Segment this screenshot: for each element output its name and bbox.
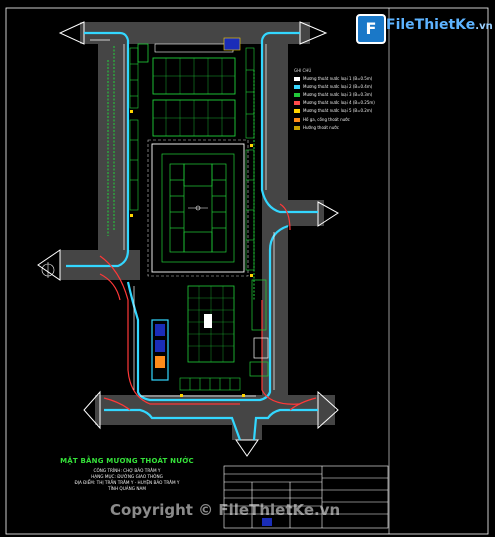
north-arrow	[41, 262, 55, 278]
drawing-frame	[5, 7, 489, 535]
parking-strip	[179, 377, 241, 391]
legend-label: Mương thoát nước loại 4 (B=0.25m)	[303, 100, 375, 105]
legend-item: Mương thoát nước loại 5 (B=0.2m)	[294, 108, 390, 116]
brand-name: FileThietKe.vn	[386, 17, 493, 33]
legend: GHI CHÚ Mương thoát nước loại 1 (B=0.5m)…	[294, 68, 390, 138]
side-stalls-left	[129, 47, 139, 211]
drawing-title: MẶT BẰNG MƯƠNG THOÁT NƯỚC	[60, 457, 194, 465]
side-stalls-right	[245, 47, 255, 271]
legend-label: Mương thoát nước loại 5 (B=0.2m)	[303, 108, 373, 113]
top-market-blocks	[152, 57, 236, 137]
legend-label: Hố ga, cống thoát nước	[303, 117, 350, 122]
brand-name-ext: .vn	[475, 21, 493, 32]
legend-label: Mương thoát nước loại 3 (B=0.3m)	[303, 92, 373, 97]
brand-name-main: FileThietKe	[386, 17, 476, 33]
legend-swatch	[294, 118, 300, 122]
legend-label: Mương thoát nước loại 2 (B=0.4m)	[303, 84, 373, 89]
legend-item: Mương thoát nước loại 3 (B=0.3m)	[294, 92, 390, 100]
legend-label: Mương thoát nước loại 1 (B=0.5m)	[303, 76, 373, 81]
legend-swatch	[294, 109, 300, 113]
legend-swatch	[294, 126, 300, 130]
title-stamp-grid	[223, 465, 389, 529]
logo-icon: F	[356, 14, 386, 44]
guard-house	[223, 37, 241, 51]
stamp-seal	[262, 518, 272, 526]
drain-lines-type5	[130, 110, 253, 397]
drain-lines-type4	[99, 203, 317, 411]
legend-item: Mương thoát nước loại 2 (B=0.4m)	[294, 84, 390, 92]
province-line: TỈNH QUẢNG NAM	[108, 486, 146, 491]
legend-swatch	[294, 77, 300, 81]
legend-swatch	[294, 101, 300, 105]
lower-block-marker	[204, 314, 212, 328]
copyright-watermark: Copyright © FileThietKe.vn	[110, 501, 341, 519]
legend-item: Hướng thoát nước	[294, 125, 390, 133]
brand-logo[interactable]: F FileThietKe.vn	[356, 12, 493, 44]
legend-item: Mương thoát nước loại 4 (B=0.25m)	[294, 100, 390, 108]
legend-swatch	[294, 93, 300, 97]
legend-header: GHI CHÚ	[294, 68, 312, 73]
main-market-hall	[147, 139, 249, 277]
arrow-bottom-left	[83, 390, 101, 430]
legend-label: Hướng thoát nước	[303, 125, 339, 130]
service-strip	[151, 319, 169, 381]
arrow-bottom	[235, 439, 259, 457]
legend-item: Hố ga, cống thoát nước	[294, 117, 390, 125]
legend-swatch	[294, 85, 300, 89]
top-strip	[154, 43, 234, 53]
road-arrows	[37, 21, 339, 457]
arrow-right	[317, 201, 339, 227]
drawing-title-block: MẶT BẰNG MƯƠNG THOÁT NƯỚC CÔNG TRÌNH: CH…	[52, 457, 202, 527]
category-line: HẠNG MỤC: ĐƯỜNG GIAO THÔNG	[91, 474, 163, 479]
location-line: ĐỊA ĐIỂM: THỊ TRẤN TRÂM Y - HUYỆN BẢO TR…	[74, 480, 180, 485]
drain-lines-type3	[107, 46, 255, 300]
drawing-subtitle: CÔNG TRÌNH: CHỢ BẢO TRÂM Y HẠNG MỤC: ĐƯỜ…	[52, 468, 202, 492]
legend-item: Mương thoát nước loại 1 (B=0.5m)	[294, 76, 390, 84]
small-kiosk	[137, 43, 149, 63]
arrow-mid-left	[37, 249, 61, 281]
project-line: CÔNG TRÌNH: CHỢ BẢO TRÂM Y	[93, 468, 161, 473]
drain-lines-type2	[66, 31, 318, 441]
right-strip	[249, 279, 269, 377]
drain-lines-type1	[90, 39, 275, 397]
